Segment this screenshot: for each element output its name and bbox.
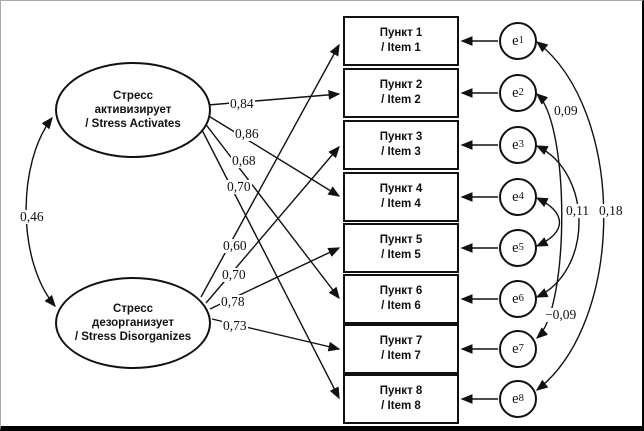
item-label-en: / Item 8 xyxy=(381,400,421,412)
loading-line-sa-item2 xyxy=(207,89,341,106)
loading-line-sa-item8 xyxy=(200,127,340,400)
item-box-2: Пункт 2 / Item 2 xyxy=(343,68,459,118)
item-label-ru: Пункт 8 xyxy=(379,385,423,397)
item-label-en: / Item 1 xyxy=(381,42,421,54)
item-label-en: / Item 7 xyxy=(381,350,421,362)
item-label-ru: Пункт 7 xyxy=(379,335,423,347)
loading-value-sd-item1: 0,60 xyxy=(222,238,248,253)
item-label-ru: Пункт 4 xyxy=(379,183,423,195)
latent-label-line: активизирует xyxy=(94,104,172,116)
latent-stress-activates: Стресс активизирует / Stress Activates xyxy=(55,62,211,158)
latent-label-line: дезорганизует xyxy=(92,317,174,329)
item-label-ru: Пункт 3 xyxy=(379,131,423,143)
error-label: e xyxy=(512,290,519,307)
item-label-ru: Пункт 2 xyxy=(379,79,423,91)
error-covariance-value-e2-e7: 0,09 xyxy=(553,103,579,118)
error-label: e xyxy=(512,32,519,49)
loading-value-sd-item7: 0,73 xyxy=(222,318,248,333)
loading-value-sa-item6: 0,68 xyxy=(231,153,257,168)
item-label-ru: Пункт 5 xyxy=(379,234,423,246)
loading-value-sa-item2: 0,84 xyxy=(229,96,255,111)
loading-value-sd-item5: 0,78 xyxy=(220,294,246,309)
error-label: e xyxy=(512,188,519,205)
loading-line-sa-item4 xyxy=(206,114,341,197)
covariance-curve-e4-e5 xyxy=(535,197,561,247)
item-label-en: / Item 6 xyxy=(381,300,421,312)
item-label-en: / Item 4 xyxy=(381,198,421,210)
item-box-6: Пункт 6 / Item 6 xyxy=(343,274,459,324)
loading-value-sd-item3: 0,70 xyxy=(221,267,247,282)
loading-line-sa-item6 xyxy=(203,121,340,300)
item-label-ru: Пункт 1 xyxy=(379,27,423,39)
item-label-en: / Item 3 xyxy=(381,146,421,158)
error-label: e xyxy=(512,390,519,407)
error-covariance-value-e1-e8: 0,18 xyxy=(598,203,624,218)
error-label: e xyxy=(512,340,519,357)
error-covariance-value-e3-e6: 0,11 xyxy=(565,203,591,218)
loading-line-sd-item1 xyxy=(200,43,340,298)
loading-value-sa-item8: 0,70 xyxy=(226,179,252,194)
latent-label-line: / Stress Activates xyxy=(85,118,181,130)
latent-label-line: / Stress Disorganizes xyxy=(74,331,192,343)
error-label: e xyxy=(512,239,519,256)
item-label-en: / Item 2 xyxy=(381,94,421,106)
error-label: e xyxy=(512,136,519,153)
covariance-curve-e3-e6 xyxy=(535,145,580,298)
item-label-ru: Пункт 6 xyxy=(379,285,423,297)
item-box-1: Пункт 1 / Item 1 xyxy=(343,16,459,66)
factor-correlation-value: 0,46 xyxy=(19,209,45,224)
item-box-8: Пункт 8 / Item 8 xyxy=(343,374,459,424)
item-label-en: / Item 5 xyxy=(381,249,421,261)
item-box-4: Пункт 4 / Item 4 xyxy=(343,172,459,222)
latent-stress-disorganizes: Стресс дезорганизует / Stress Disorganiz… xyxy=(55,277,211,369)
latent-label-line: Стресс xyxy=(113,90,153,102)
error-label: e xyxy=(512,84,519,101)
error-covariance-value-e4-e5: −0,09 xyxy=(544,307,578,322)
item-box-3: Пункт 3 / Item 3 xyxy=(343,120,459,170)
item-box-7: Пункт 7 / Item 7 xyxy=(343,324,459,374)
loading-value-sa-item4: 0,86 xyxy=(234,126,260,141)
item-box-5: Пункт 5 / Item 5 xyxy=(343,223,459,273)
latent-label-line: Стресс xyxy=(113,303,153,315)
